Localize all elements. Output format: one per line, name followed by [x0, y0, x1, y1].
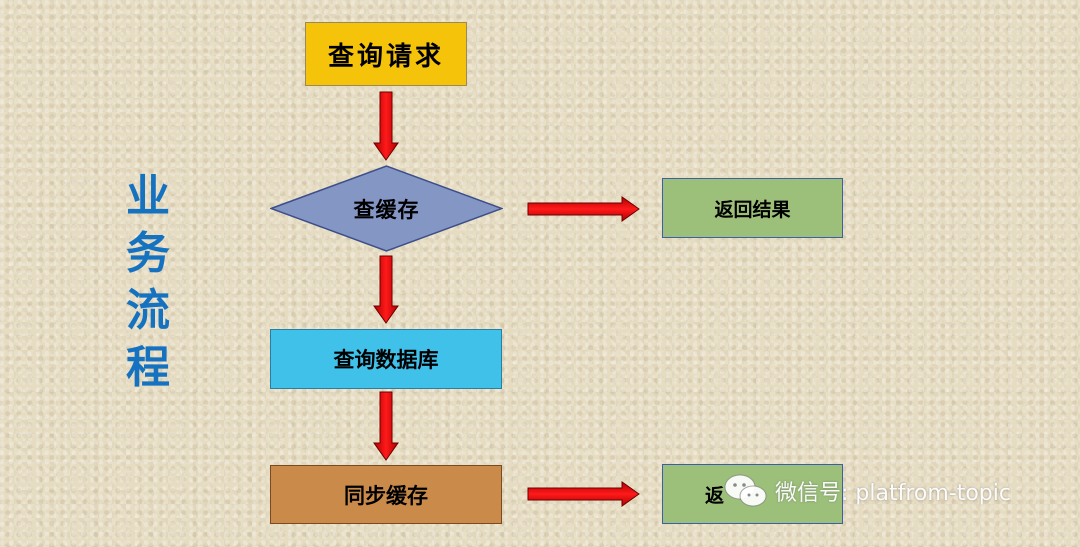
query-request-box: 查询请求	[305, 22, 467, 86]
return-result-box: 返回结果	[662, 178, 843, 238]
watermark-text: 微信号: platfrom-topic	[775, 481, 1011, 506]
query-database-box: 查询数据库	[270, 329, 502, 389]
query-database-label: 查询数据库	[333, 347, 439, 372]
arrow-cache-to-return	[527, 196, 640, 222]
side-title-char: 程	[126, 342, 170, 393]
arrow-db-to-sync	[373, 391, 399, 461]
diamond-shape	[270, 165, 503, 252]
sync-cache-label: 同步缓存	[344, 482, 428, 508]
wechat-watermark: 微信号: platfrom-topic	[723, 471, 1011, 511]
arrow-sync-to-return	[527, 481, 640, 507]
return-result-label-2: 返	[705, 484, 725, 507]
check-cache-label: 查缓存	[353, 196, 420, 222]
side-title-char: 流	[126, 285, 170, 336]
check-cache-diamond: 查缓存	[270, 165, 503, 252]
business-flow-title: 业 务 流 程	[122, 168, 174, 396]
side-title-char: 业	[126, 171, 170, 222]
arrow-cache-to-db	[373, 255, 399, 324]
sync-cache-box: 同步缓存	[270, 465, 502, 524]
side-title-char: 务	[126, 228, 170, 279]
return-result-label: 返回结果	[714, 198, 791, 221]
query-request-label: 查询请求	[327, 41, 444, 72]
wechat-icon	[724, 474, 767, 507]
arrow-query-to-cache	[373, 91, 399, 161]
